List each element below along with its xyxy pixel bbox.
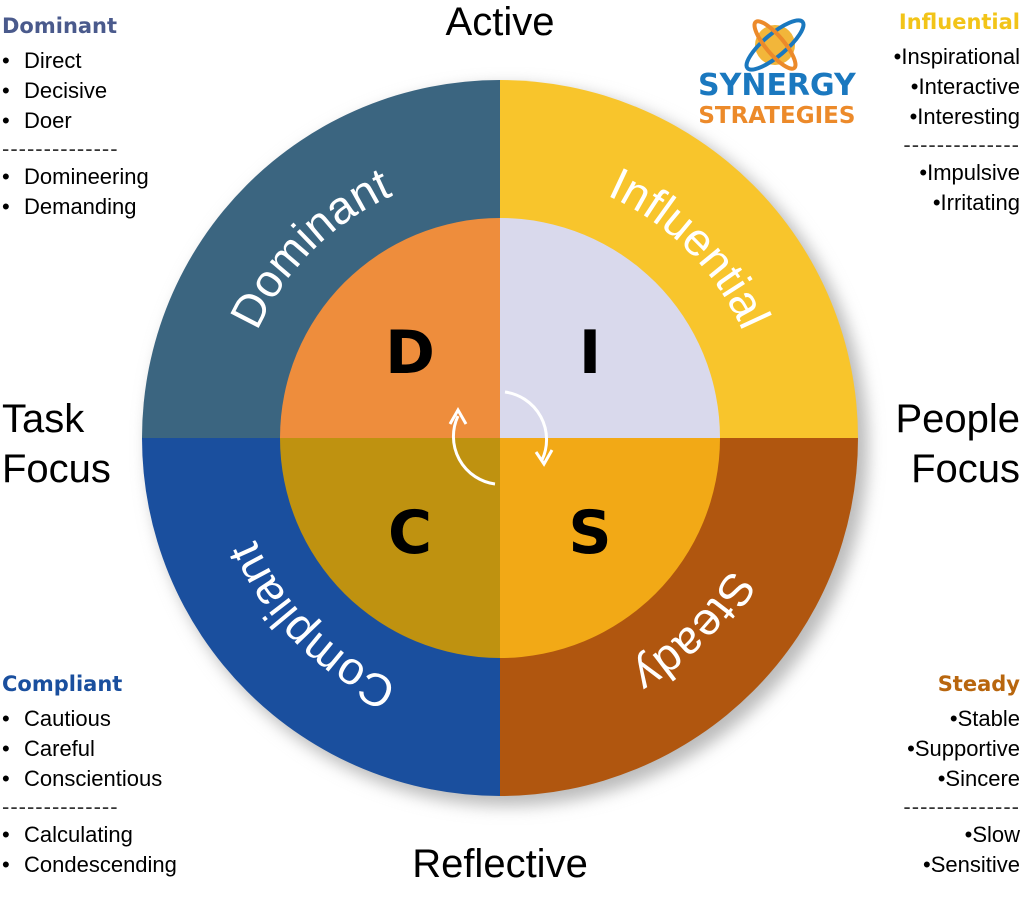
panel-steady: Steady Stable Supportive Sincere -------…	[893, 672, 1020, 880]
axis-label-reflective: Reflective	[412, 842, 588, 886]
logo-line2: STRATEGIES	[698, 103, 856, 129]
trait-item: Calculating	[2, 820, 177, 850]
trait-item: Domineering	[2, 162, 149, 192]
letter-i: I	[579, 318, 601, 388]
trait-item: Careful	[2, 734, 177, 764]
trait-item: Stable	[893, 704, 1020, 734]
panel-compliant: Compliant Cautious Careful Conscientious…	[2, 672, 177, 880]
divider: --------------	[903, 794, 1020, 819]
axis-label-line: Task	[2, 397, 85, 441]
inner-quadrant-s	[500, 438, 720, 658]
divider: --------------	[2, 794, 119, 819]
letter-d: D	[385, 318, 435, 388]
synergy-logo: SYNERGY STRATEGIES	[698, 70, 856, 130]
divider: --------------	[2, 136, 119, 161]
trait-item: Irritating	[879, 188, 1020, 218]
trait-item: Interesting	[879, 102, 1020, 132]
panel-heading: Dominant	[2, 14, 118, 38]
axis-label-line: Focus	[2, 447, 111, 491]
trait-item: Impulsive	[879, 158, 1020, 188]
trait-item: Slow	[893, 820, 1020, 850]
divider: --------------	[903, 132, 1020, 157]
axis-label-active: Active	[445, 0, 555, 44]
panel-dominant: Dominant Direct Decisive Doer ----------…	[2, 14, 149, 222]
trait-item: Doer	[2, 106, 149, 136]
trait-item: Cautious	[2, 704, 177, 734]
trait-item: Sincere	[893, 764, 1020, 794]
trait-item: Demanding	[2, 192, 149, 222]
trait-item: Interactive	[879, 72, 1021, 102]
logo-line1: SYNERGY	[698, 68, 856, 103]
synergy-logo-icon	[744, 18, 806, 72]
trait-item: Inspirational	[879, 42, 1020, 72]
inner-quadrant-c	[280, 438, 500, 658]
trait-item: Sensitive	[893, 850, 1020, 880]
panel-heading: Steady	[937, 672, 1020, 696]
inner-quadrant-d	[280, 218, 500, 438]
trait-item: Conscientious	[2, 764, 177, 794]
inner-quadrant-i	[500, 218, 720, 438]
letter-s: S	[568, 498, 611, 568]
panel-heading: Influential	[898, 10, 1020, 34]
trait-item: Decisive	[2, 76, 149, 106]
trait-item: Supportive	[893, 734, 1020, 764]
axis-label-line: People	[895, 397, 1020, 441]
trait-item: Direct	[2, 46, 149, 76]
letter-c: C	[388, 498, 432, 568]
axis-label-line: Focus	[911, 447, 1020, 491]
panel-influential: Influential Inspirational Interactive In…	[879, 10, 1020, 218]
trait-item: Condescending	[2, 850, 177, 880]
panel-heading: Compliant	[2, 672, 123, 696]
cycle-arrows-icon	[448, 390, 554, 486]
